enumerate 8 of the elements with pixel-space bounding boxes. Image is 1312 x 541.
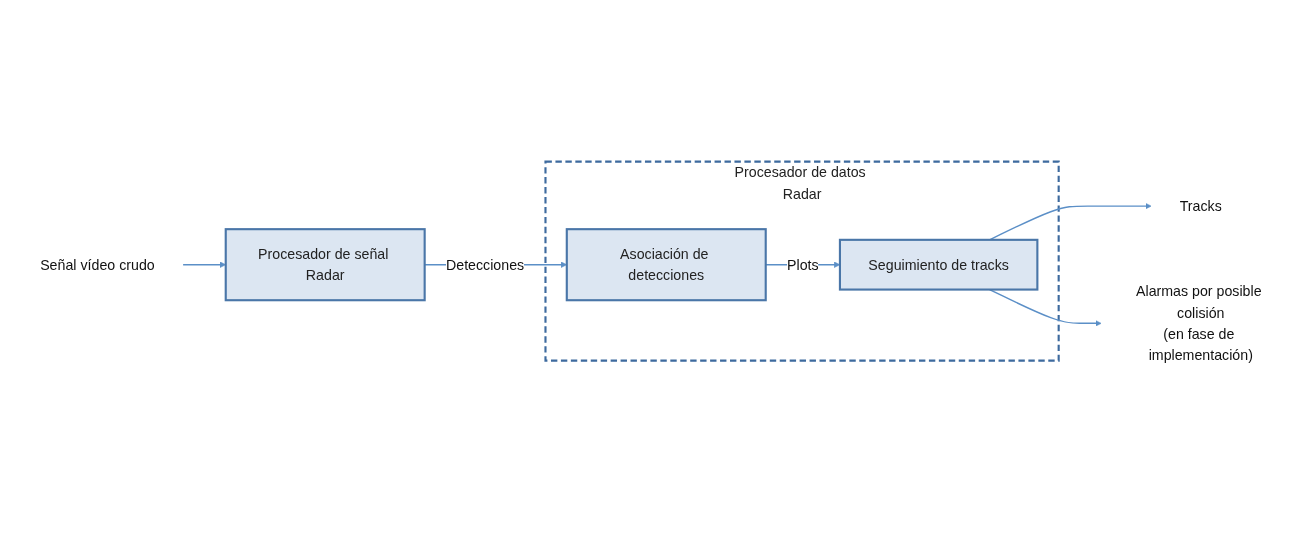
edge-label: Detecciones <box>445 256 525 273</box>
node-text: Alarmas por posible colisión (en fase de implementación) <box>1136 283 1262 363</box>
edge-label: Plots <box>787 256 819 273</box>
node-box: Asociación de detecciones <box>565 227 767 301</box>
node-box: Seguimiento de tracks <box>838 238 1039 291</box>
node-text: Señal vídeo crudo <box>40 256 155 273</box>
node-box: Procesador de señal Radar <box>224 227 426 301</box>
node-text: Tracks <box>1179 197 1222 214</box>
